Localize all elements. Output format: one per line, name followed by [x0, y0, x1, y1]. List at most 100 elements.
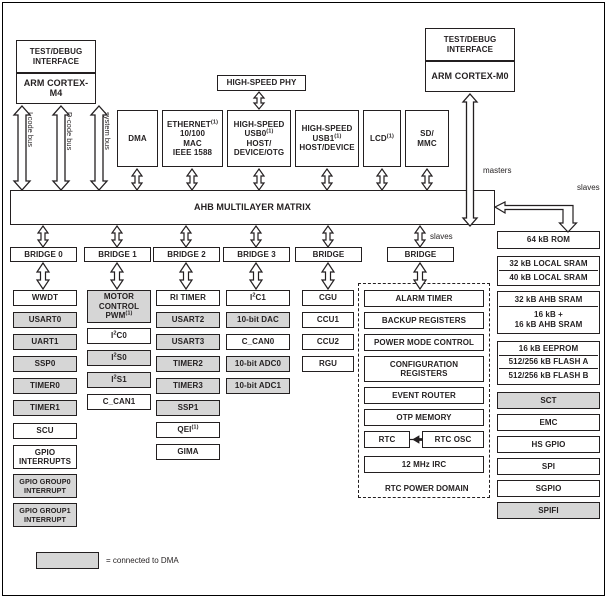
m4-test-debug-interface: TEST/DEBUG INTERFACE — [16, 40, 96, 73]
dcode-bus-label: D-code bus — [65, 112, 74, 151]
periph-gima: GIMA — [156, 444, 220, 460]
master-dma-label: DMA — [128, 133, 147, 143]
memory-32kb-ahb-sram: 32 kB AHB SRAM — [499, 293, 598, 307]
periph-timer2: TIMER2 — [156, 356, 220, 372]
periph-wwdt: WWDT — [13, 290, 77, 306]
bridge-1: BRIDGE 1 — [84, 247, 151, 262]
i2s1-label: I2S1 — [111, 374, 127, 385]
m0-test-debug-interface: TEST/DEBUG INTERFACE — [425, 28, 515, 61]
master-block-dma: DMA — [117, 110, 158, 167]
i2s0-label: I2S0 — [111, 352, 127, 363]
periph-usart0: USART0 — [13, 312, 77, 328]
master-sdmmc-label: SD/MMC — [417, 129, 437, 148]
m4-core: ARM CORTEX-M4 — [16, 73, 96, 104]
matrix-label: AHB MULTILAYER MATRIX — [194, 201, 311, 212]
bridge-0: BRIDGE 0 — [10, 247, 77, 262]
memory-40kb-local-sram: 40 kB LOCAL SRAM — [499, 271, 598, 284]
periph-i2s0: I2S0 — [87, 350, 151, 366]
memory-flash-a: 512/256 kB FLASH A — [499, 356, 598, 369]
memory-16kb-eeprom: 16 kB EEPROM — [499, 343, 598, 356]
legend-swatch — [36, 552, 99, 569]
periph-ccu2: CCU2 — [302, 334, 354, 350]
periph-10bit-dac: 10-bit DAC — [226, 312, 290, 328]
icode-bus-label: I-code bus — [26, 112, 35, 148]
i2c1-label: I2C1 — [250, 292, 266, 303]
rtc-otp-memory: OTP MEMORY — [364, 409, 484, 426]
bridge-3: BRIDGE 3 — [223, 247, 290, 262]
periph-usart3: USART3 — [156, 334, 220, 350]
m0-core-label: ARM CORTEX-M0 — [431, 70, 509, 81]
m0-core: ARM CORTEX-M0 — [425, 61, 515, 92]
periph-timer3: TIMER3 — [156, 378, 220, 394]
bridge-4: BRIDGE — [295, 247, 362, 262]
m4-debug-label: TEST/DEBUG INTERFACE — [29, 47, 83, 66]
phy-label: HIGH-SPEED PHY — [226, 78, 297, 88]
rtc-block: RTC — [364, 431, 410, 448]
periph-i2c0: I2C0 — [87, 328, 151, 344]
periph-ccu1: CCU1 — [302, 312, 354, 328]
periph-cgu: CGU — [302, 290, 354, 306]
rtc-backup-registers: BACKUP REGISTERS — [364, 312, 484, 329]
slaves-bottom-label: slaves — [430, 232, 453, 241]
periph-uart1: UART1 — [13, 334, 77, 350]
memory-flash-b: 512/256 kB FLASH B — [499, 369, 598, 383]
i2c0-label: I2C0 — [111, 330, 127, 341]
m4-core-label: ARM CORTEX-M4 — [23, 78, 89, 98]
periph-i2s1: I2S1 — [87, 372, 151, 388]
rtc-osc-block: RTC OSC — [422, 431, 484, 448]
ahb-multilayer-matrix: AHB MULTILAYER MATRIX — [10, 190, 495, 225]
memory-16kb-16kb-ahb-sram: 16 kB +16 kB AHB SRAM — [499, 307, 598, 332]
periph-c-can1: C_CAN1 — [87, 394, 151, 410]
periph-rgu: RGU — [302, 356, 354, 372]
periph-spifi: SPIFI — [497, 502, 600, 519]
rtc-alarm-timer: ALARM TIMER — [364, 290, 484, 307]
rtc-event-router: EVENT ROUTER — [364, 387, 484, 404]
periph-i2c1: I2C1 — [226, 290, 290, 306]
ahb-sram-2-label: 16 kB +16 kB AHB SRAM — [514, 310, 583, 329]
qei-label: QEI(1) — [177, 424, 199, 435]
masters-label: masters — [483, 166, 512, 175]
rtc-12mhz-irc: 12 MHz IRC — [364, 456, 484, 473]
master-block-sd-mmc: SD/MMC — [405, 110, 449, 167]
m0-debug-label: TEST/DEBUG INTERFACE — [443, 35, 497, 54]
periph-c-can0: C_CAN0 — [226, 334, 290, 350]
periph-emc: EMC — [497, 414, 600, 431]
periph-timer0: TIMER0 — [13, 378, 77, 394]
periph-ssp0: SSP0 — [13, 356, 77, 372]
periph-sgpio: SGPIO — [497, 480, 600, 497]
bridge-5: BRIDGE — [387, 247, 454, 262]
memory-32kb-local-sram: 32 kB LOCAL SRAM — [499, 258, 598, 271]
master-block-lcd: LCD(1) — [363, 110, 401, 167]
periph-ri-timer: RI TIMER — [156, 290, 220, 306]
high-speed-phy: HIGH-SPEED PHY — [217, 75, 306, 91]
legend-text: = connected to DMA — [106, 556, 179, 565]
rtc-power-domain-title: RTC POWER DOMAIN — [385, 484, 469, 493]
periph-10bit-adc1: 10-bit ADC1 — [226, 378, 290, 394]
periph-qei: QEI(1) — [156, 422, 220, 438]
periph-sct: SCT — [497, 392, 600, 409]
system-bus-label: system bus — [103, 112, 112, 150]
periph-timer1: TIMER1 — [13, 400, 77, 416]
master-lcd-label: LCD(1) — [370, 133, 394, 143]
rtc-power-mode-control: POWER MODE CONTROL — [364, 334, 484, 351]
periph-10bit-adc0: 10-bit ADC0 — [226, 356, 290, 372]
periph-hs-gpio: HS GPIO — [497, 436, 600, 453]
memory-64kb-rom: 64 kB ROM — [499, 233, 598, 247]
